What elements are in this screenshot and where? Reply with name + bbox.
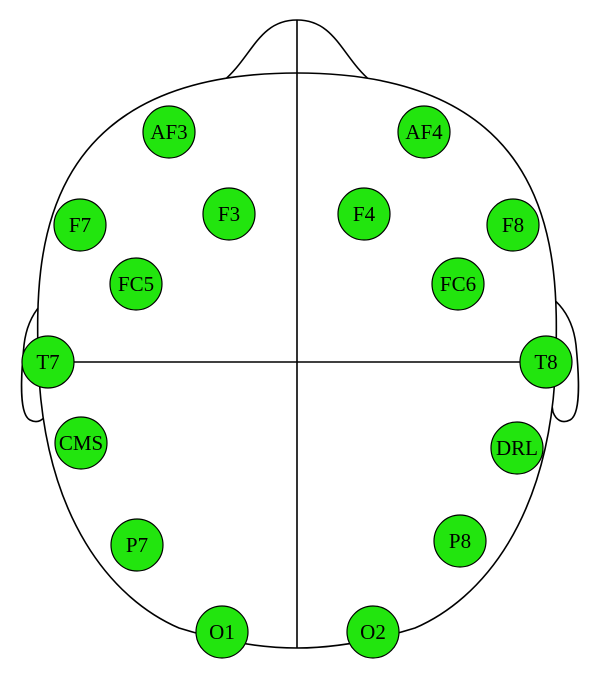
- electrode-label: P8: [449, 529, 471, 553]
- electrode-f4: F4: [337, 187, 391, 241]
- electrode-label: FC6: [440, 272, 476, 296]
- electrode-fc5: FC5: [109, 257, 163, 311]
- electrode-t7: T7: [21, 335, 75, 389]
- electrode-label: O2: [360, 620, 386, 644]
- electrode-af3: AF3: [142, 105, 196, 159]
- electrode-label: FC5: [118, 272, 154, 296]
- electrode-drl: DRL: [490, 421, 544, 475]
- electrode-label: AF4: [405, 120, 443, 144]
- electrode-label: CMS: [59, 431, 103, 455]
- electrode-f7: F7: [53, 198, 107, 252]
- electrode-t8: T8: [519, 335, 573, 389]
- electrode-label: F7: [69, 213, 91, 237]
- electrode-f8: F8: [486, 198, 540, 252]
- electrode-label: DRL: [496, 436, 538, 460]
- electrode-o2: O2: [346, 605, 400, 659]
- electrode-label: O1: [209, 620, 235, 644]
- electrode-label: P7: [126, 533, 148, 557]
- electrode-label: F4: [353, 202, 376, 226]
- electrode-label: T7: [36, 350, 59, 374]
- electrode-label: T8: [534, 350, 557, 374]
- electrode-p8: P8: [433, 514, 487, 568]
- electrode-label: F3: [218, 202, 240, 226]
- electrode-cms: CMS: [54, 416, 108, 470]
- electrode-label: F8: [502, 213, 524, 237]
- electrode-p7: P7: [110, 518, 164, 572]
- electrode-fc6: FC6: [431, 257, 485, 311]
- electrode-f3: F3: [202, 187, 256, 241]
- electrode-label: AF3: [150, 120, 187, 144]
- electrode-o1: O1: [195, 605, 249, 659]
- electrode-af4: AF4: [397, 105, 451, 159]
